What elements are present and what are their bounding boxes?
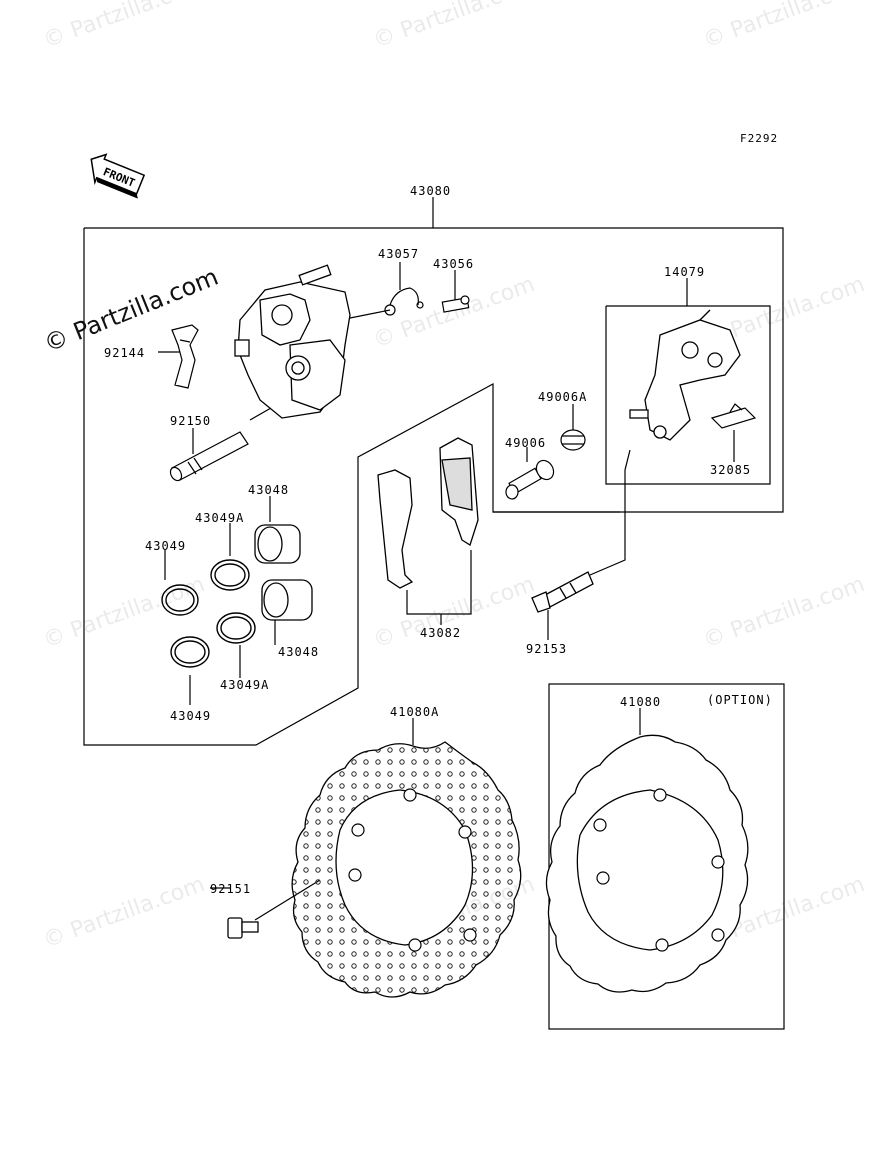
spring-clip [171, 324, 199, 389]
bleeder-valve [441, 295, 470, 313]
caliper-body [234, 264, 351, 419]
label-43049-left: 43049 [145, 539, 187, 553]
disc-option [545, 734, 749, 993]
pad-spring [710, 403, 757, 429]
boot-a [560, 429, 586, 451]
piston-upper [254, 524, 301, 564]
label-43056: 43056 [433, 257, 475, 271]
option-label: (OPTION) [707, 693, 773, 707]
bleeder-cap [384, 287, 424, 316]
label-41080a: 41080A [390, 705, 440, 719]
label-92153: 92153 [526, 642, 568, 656]
figure-code: F2292 [740, 132, 779, 145]
label-43048-lower: 43048 [278, 645, 320, 659]
label-49006: 49006 [505, 436, 547, 450]
label-43049a-lower: 43049A [220, 678, 270, 692]
caliper-assembly-outline [83, 227, 784, 746]
label-92144: 92144 [104, 346, 146, 360]
label-43057: 43057 [378, 247, 420, 261]
label-43048-upper: 43048 [248, 483, 290, 497]
label-43082: 43082 [420, 626, 462, 640]
label-49006a: 49006A [538, 390, 588, 404]
bolt [531, 571, 594, 613]
label-43080: 43080 [410, 184, 452, 198]
disc-wavy [291, 741, 522, 998]
label-14079: 14079 [664, 265, 706, 279]
bracket-group-outline [605, 305, 771, 485]
boot [505, 459, 555, 500]
label-92151: 92151 [210, 882, 252, 896]
screw [227, 917, 259, 939]
label-92150: 92150 [170, 414, 212, 428]
label-32085: 32085 [710, 463, 752, 477]
piston-lower [261, 579, 313, 621]
label-43049-bottom: 43049 [170, 709, 212, 723]
label-43049a-upper: 43049A [195, 511, 245, 525]
label-41080: 41080 [620, 695, 662, 709]
option-group-outline [548, 683, 785, 1030]
pin [169, 431, 249, 482]
front-arrow: FRONT [90, 153, 146, 199]
bracket [629, 309, 741, 441]
seals [161, 559, 256, 668]
brake-pads [377, 437, 479, 589]
